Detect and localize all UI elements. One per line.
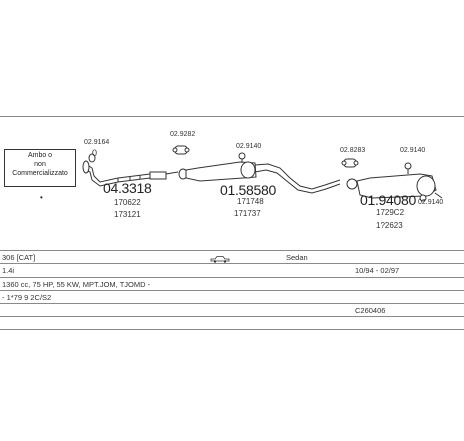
not-available-note: Ambo o non Commercializzato — [4, 149, 76, 187]
table-line — [0, 329, 464, 330]
front-pipe-icon — [82, 160, 167, 187]
middle-silencer-code: 01.58580 — [220, 182, 276, 198]
exhaust-system-drawing — [82, 145, 443, 202]
model-label: 306 [CAT] — [2, 253, 36, 262]
table-line — [0, 290, 464, 291]
spec-label: 1360 cc, 75 HP, 55 KW, MPT.JOM, TJOMD - — [2, 280, 151, 289]
middle-silencer-ref-1: 171748 — [237, 197, 264, 206]
rear-silencer-ref-1: 1729C2 — [376, 208, 405, 217]
clamp-code-4: 02.8283 — [340, 147, 366, 154]
front-pipe-ref-1: 170622 — [114, 198, 141, 207]
clamp-icon — [341, 158, 359, 168]
clamp-code-2: 02.9282 — [170, 131, 196, 138]
table-line — [0, 277, 464, 278]
top-separator — [0, 116, 464, 117]
hanger-icon — [419, 194, 427, 202]
extra-label: - 1*79 9 2C/S2 — [2, 293, 52, 302]
note-line-1: Ambo o — [27, 152, 53, 159]
clamp-num-1: 0 — [92, 148, 98, 158]
hanger-code-4a: 02.9140 — [400, 147, 426, 154]
hanger-code-4b: 02.9140 — [418, 199, 444, 206]
catalog-number: C260406 — [355, 306, 386, 315]
car-sedan-icon — [210, 256, 230, 263]
middle-silencer-icon — [165, 161, 341, 194]
front-pipe-code: 04.3318 — [103, 180, 152, 196]
note-pointer: • — [40, 193, 43, 202]
rear-silencer-ref-2: 1?2623 — [376, 221, 403, 230]
hanger-icon — [404, 162, 412, 174]
front-pipe-ref-2: 173121 — [114, 210, 141, 219]
note-line-3: Commercializzato — [12, 170, 68, 177]
hanger-code-3: 02.9140 — [236, 143, 262, 150]
rear-silencer-icon — [346, 173, 443, 199]
hanger-icon — [238, 152, 246, 162]
table-line — [0, 316, 464, 317]
clamp-icon — [172, 145, 190, 155]
clamp-code-1: 02.9164 — [84, 139, 110, 146]
note-line-2: non — [34, 161, 46, 168]
middle-silencer-ref-2: 171737 — [234, 209, 261, 218]
table-line — [0, 250, 464, 251]
years-label: 10/94 - 02/97 — [355, 266, 400, 275]
table-line — [0, 303, 464, 304]
body-type: Sedan — [286, 253, 308, 262]
clamp-icon — [88, 153, 96, 163]
engine-label: 1.4i — [2, 266, 15, 275]
table-line — [0, 263, 464, 264]
rear-silencer-code: 01.94080 — [360, 192, 416, 208]
